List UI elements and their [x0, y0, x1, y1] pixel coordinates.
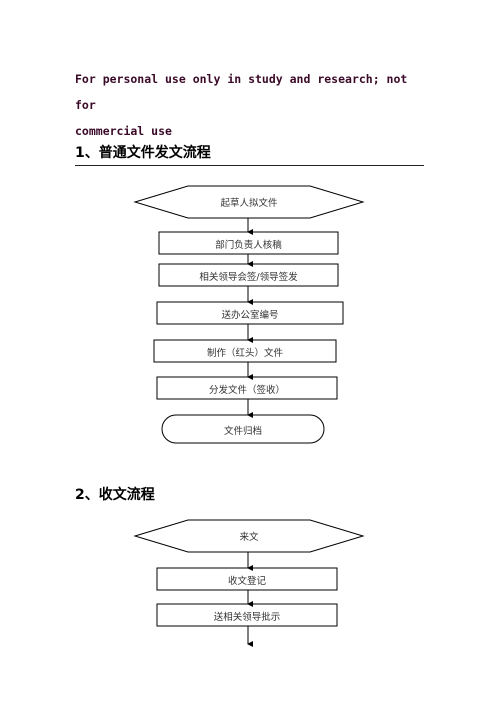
usage-note-line-2: commercial use [75, 124, 172, 138]
section-heading-outgoing: 1、普通文件发文流程 [75, 145, 211, 161]
step-label-1: 起草人拟文件 [220, 198, 278, 209]
usage-note: For personal use only in study and resea… [75, 66, 435, 144]
section-divider [75, 165, 424, 166]
step-label-6: 分发文件（签收） [208, 385, 285, 396]
incoming-step-label-1: 来文 [239, 532, 259, 543]
start-hexagon [133, 185, 365, 219]
step-label-7: 文件归档 [223, 426, 262, 437]
step-label-4: 送办公室编号 [221, 310, 279, 321]
step-label-5: 制作（红头）文件 [206, 348, 283, 359]
section-heading-incoming: 2、收文流程 [75, 487, 155, 503]
step-label-3: 相关领导会签/领导签发 [199, 272, 298, 283]
incoming-step-label-3: 送相关领导批示 [213, 612, 281, 623]
incoming-step-label-2: 收文登记 [227, 576, 266, 587]
incoming-start-hexagon [133, 519, 365, 553]
step-label-2: 部门负责人核稿 [215, 240, 282, 251]
end-terminator [161, 414, 325, 444]
step-box-5 [153, 339, 337, 363]
usage-note-line-1: For personal use only in study and resea… [75, 72, 408, 112]
